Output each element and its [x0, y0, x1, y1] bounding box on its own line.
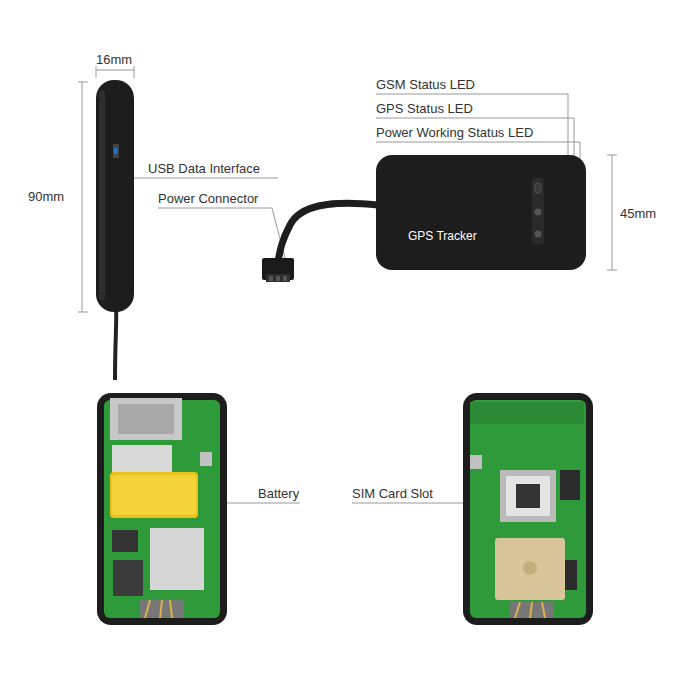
part-label: Power Working Status LED [376, 125, 533, 140]
part-label: SIM Card Slot [352, 486, 433, 501]
dimension-height: 45mm [620, 206, 656, 221]
part-label: USB Data Interface [148, 161, 260, 176]
device-print: GPS Tracker [408, 229, 477, 244]
part-label: Battery [258, 486, 299, 501]
part-label: GSM Status LED [376, 77, 475, 92]
dimension-width: 16mm [96, 52, 132, 67]
part-label: Power Connector [158, 191, 258, 206]
dimension-length: 90mm [28, 189, 64, 204]
part-label: GPS Status LED [376, 101, 473, 116]
